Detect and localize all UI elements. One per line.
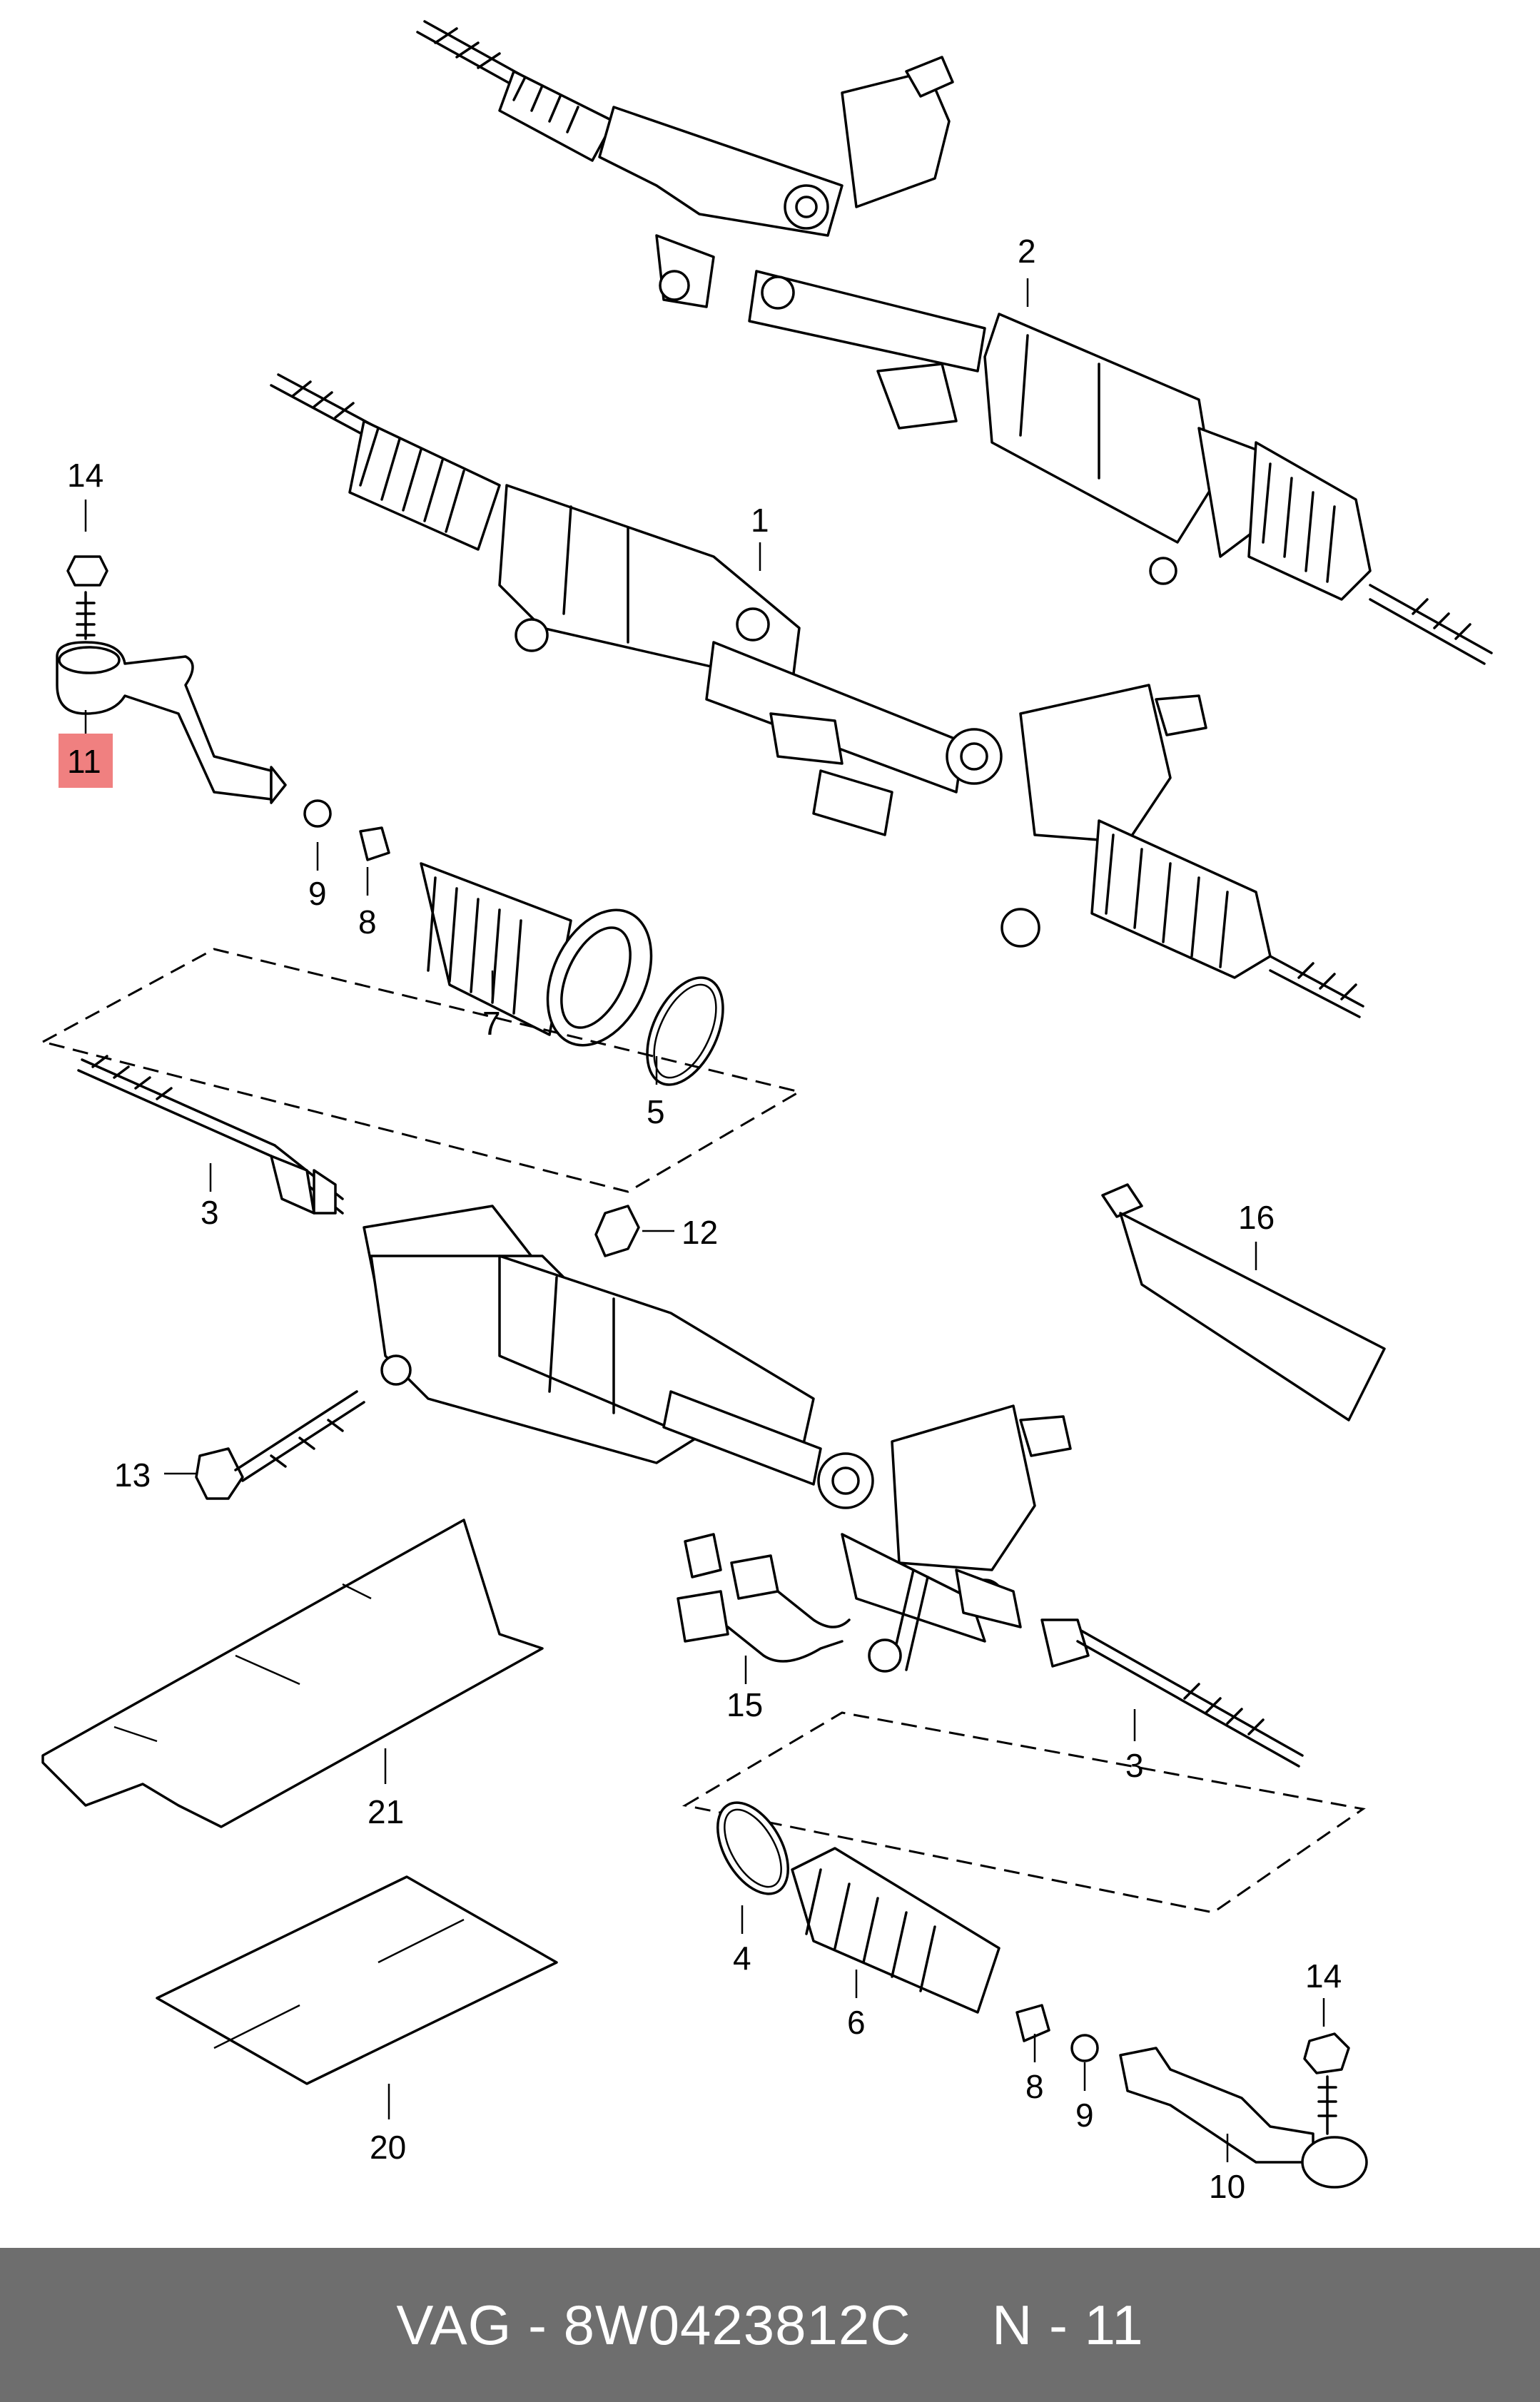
callout-12: 12 [682,1214,718,1251]
callout-3-lower: 3 [1125,1747,1144,1784]
callout-11: 11 [67,743,101,780]
grease-tube-16 [1101,1183,1386,1422]
callout-20: 20 [370,2129,406,2166]
bolt-13 [195,1390,365,1500]
parts-diagram: 2 1 14 11 9 8 7 5 3 12 16 13 15 3 21 4 6… [39,20,1493,2205]
nut-12 [594,1205,640,1257]
callout-4: 4 [733,1940,751,1977]
callout-6: 6 [847,2004,866,2041]
callout-8-right: 8 [1025,2068,1044,2105]
boot-7-and-clamp-5 [420,862,724,1086]
callout-9-left: 9 [308,875,327,912]
mat-20 [156,1875,558,2085]
tie-rod-end-left-11 [56,555,390,861]
clamp-4-and-boot-6 [716,1801,1001,2014]
steering-rack-assembly-2 [416,20,1493,665]
callout-10: 10 [1209,2168,1245,2205]
inner-tie-rod-3-lower [1040,1618,1304,1768]
callout-labels: 2 1 14 11 9 8 7 5 3 12 16 13 15 3 21 4 6… [67,233,1342,2205]
footer-bar: VAG - 8W0423812C N - 11 [0,2248,1540,2402]
callout-13: 13 [114,1456,151,1494]
callout-16: 16 [1238,1199,1275,1236]
callout-15: 15 [726,1686,763,1723]
callout-9-right: 9 [1075,2097,1094,2134]
highlight-box-11 [59,734,113,788]
callout-2: 2 [1018,233,1036,270]
leader-lines [84,278,1325,2162]
wiring-harness-15 [677,1554,851,1663]
callout-7: 7 [482,1005,501,1042]
callout-14-left: 14 [67,457,103,494]
callout-21: 21 [368,1793,404,1830]
mat-21 [41,1519,544,1828]
callout-8-left: 8 [358,903,377,941]
footer-part-number: VAG - 8W0423812C N - 11 [396,2294,1144,2356]
callout-5: 5 [647,1093,665,1130]
steering-rack-assembly-1 [270,373,1364,1018]
callout-1: 1 [751,502,769,539]
callout-3-upper: 3 [201,1194,219,1231]
tie-rod-end-right-10 [1015,2004,1368,2189]
inner-tie-rod-3-upper [77,1055,344,1215]
steering-rack-main [363,1205,1072,1673]
callout-14-right: 14 [1305,1957,1342,1995]
